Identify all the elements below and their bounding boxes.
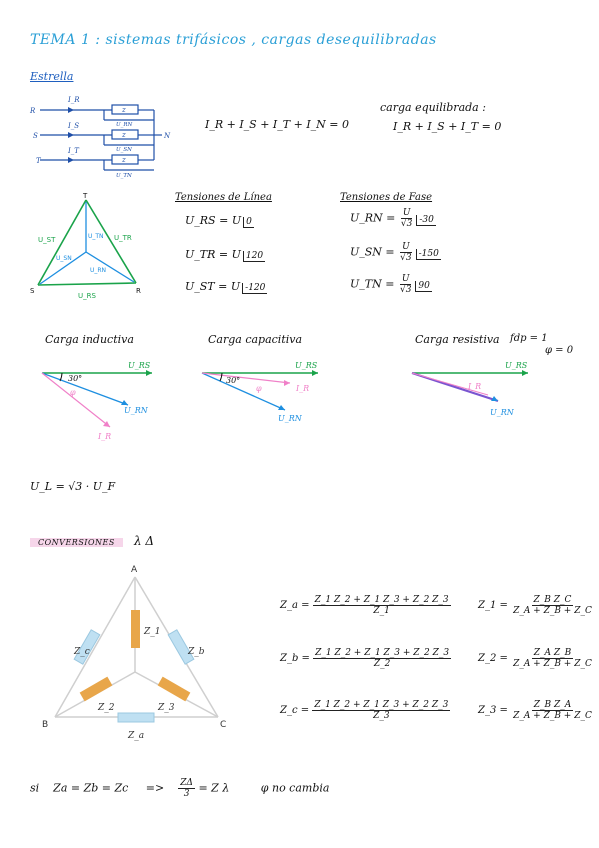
phase-t: T: [36, 157, 42, 165]
angle-30-ind: 30°: [68, 374, 82, 383]
delta-star-diagram: A B C Z_c Z_b Z_a Z_1 Z_2 Z_3: [42, 565, 226, 741]
current-ir: I_R: [67, 96, 80, 104]
line-urs: U_RS: [78, 292, 96, 300]
imp-2: z: [121, 131, 126, 139]
estrella-heading: Estrella: [30, 70, 74, 83]
vertex-s: S: [30, 287, 35, 295]
delta-za: Z_a: [127, 731, 144, 741]
phase-urn: U_RN: [90, 267, 106, 274]
phasor-triangle: T S R U_ST U_TR U_RS U_TN U_SN U_RN: [30, 192, 141, 300]
phase-utn: U_TN: [88, 233, 104, 240]
vertex-a: A: [131, 565, 138, 575]
ir-ind: I_R: [97, 432, 111, 441]
neutral-n: N: [163, 132, 171, 140]
delta-zb: Z_b: [187, 647, 205, 657]
phase-s: S: [33, 132, 38, 140]
star-z3: Z_3: [157, 703, 175, 713]
volt-utn: U_TN: [116, 173, 132, 179]
phi-ind: φ: [70, 388, 76, 397]
current-it: I_T: [67, 147, 80, 155]
ir-cap: I_R: [295, 384, 309, 393]
urs-res: U_RS: [505, 361, 528, 370]
ir-res: I_R: [467, 382, 481, 391]
linea-heading: Tensiones de Línea: [175, 192, 272, 203]
carga-capacitiva-title: Carga capacitiva: [208, 333, 303, 346]
delta-zc: Z_c: [73, 647, 90, 657]
star-z1: Z_1: [143, 627, 160, 637]
fase-row-0: U_RN = U√3-30: [350, 208, 436, 229]
vertex-t: T: [82, 192, 88, 200]
phi-zero-label: φ = 0: [545, 345, 574, 356]
volt-usn: U_SN: [116, 147, 132, 153]
imp-1: z: [121, 106, 126, 114]
urs-cap: U_RS: [295, 361, 318, 370]
imp-3: z: [121, 156, 126, 164]
line-ust: U_ST: [38, 236, 56, 244]
estrella-circuit: R S T N I_R I_S I_T z z z U_RN U_SN U_TN: [29, 96, 171, 179]
conversiones-heading: CONVERSIONES λ Δ: [30, 530, 154, 549]
urs-ind: U_RS: [128, 361, 151, 370]
urn-res: U_RN: [490, 408, 515, 417]
balanced-equation: I_R + I_S + I_T = 0: [393, 120, 502, 133]
phi-cap: φ: [256, 384, 262, 393]
star-z2: Z_2: [97, 703, 115, 713]
vertex-c: C: [220, 720, 226, 730]
kcl-equation: I_R + I_S + I_T + I_N = 0: [205, 118, 349, 131]
phasor-inductiva: 30° φ U_RS U_RN I_R: [41, 361, 152, 441]
balanced-label: carga equilibrada :: [380, 101, 486, 114]
linea-row-2: U_ST = U-120: [185, 280, 268, 294]
urn-ind: U_RN: [124, 406, 149, 415]
ul-uf-relation: U_L = √3 · U_F: [30, 480, 116, 493]
phasor-capacitiva: 30° φ U_RS I_R U_RN: [201, 361, 318, 423]
urn-cap: U_RN: [278, 414, 303, 423]
vertex-r: R: [136, 287, 141, 295]
volt-urn: U_RN: [116, 122, 133, 128]
vertex-b: B: [42, 720, 48, 730]
carga-inductiva-title: Carga inductiva: [45, 333, 134, 346]
line-utr: U_TR: [114, 234, 132, 242]
carga-resistiva-title: Carga resistiva: [415, 333, 500, 346]
current-is: I_S: [67, 122, 79, 130]
page-title: TEMA 1 : sistemas trifásicos , cargas de…: [30, 32, 437, 48]
fase-heading: Tensiones de Fase: [340, 192, 433, 203]
fdp-label: fdp = 1: [510, 333, 548, 344]
angle-30-cap: 30°: [226, 376, 240, 385]
phasor-resistiva: U_RS I_R U_RN: [411, 361, 528, 417]
fase-row-1: U_SN = U√3-150: [350, 242, 441, 263]
phase-usn: U_SN: [56, 255, 72, 262]
phase-r: R: [29, 107, 36, 115]
